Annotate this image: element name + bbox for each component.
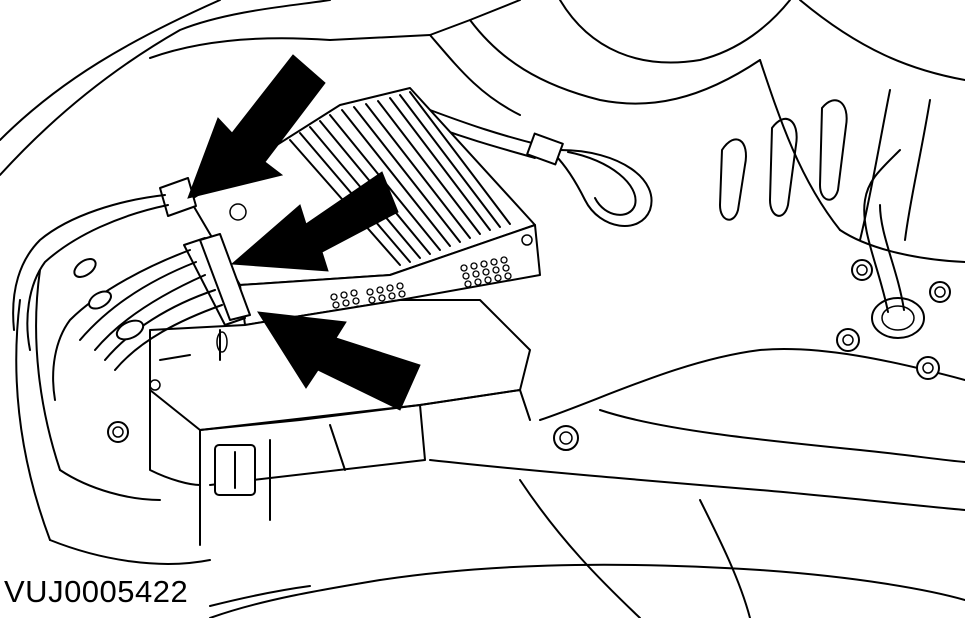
arrow-icon: [257, 311, 421, 411]
electrical-connectors: [12, 177, 251, 401]
arrow-icon: [187, 54, 326, 199]
bolt-icon: [929, 281, 951, 303]
bolt-icon: [916, 356, 940, 380]
mounting-bracket: [149, 299, 531, 546]
bolt-icon: [836, 328, 860, 352]
bolt-icon: [107, 421, 129, 443]
bolt-icon: [553, 425, 579, 451]
panel-slots: [719, 99, 848, 221]
antenna-grommet: [863, 149, 925, 339]
bolt-icon: [851, 259, 873, 281]
leader-line: [209, 585, 311, 607]
figure-reference-code: VUJ0005422: [4, 574, 189, 609]
arrow-icon: [230, 171, 399, 272]
mounting-bolts: [107, 259, 951, 451]
callout-arrows: [187, 54, 421, 411]
